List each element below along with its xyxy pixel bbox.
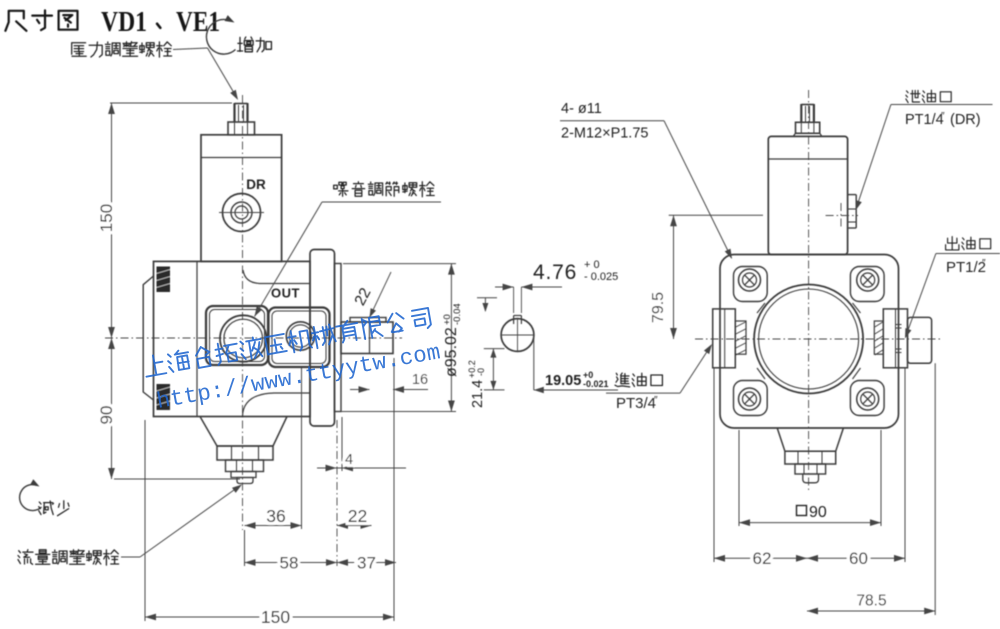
svg-text:37: 37 — [357, 554, 376, 573]
svg-text:62: 62 — [753, 549, 772, 568]
svg-text:4- ø11: 4- ø11 — [561, 101, 602, 117]
svg-text:PT3/4: PT3/4 — [616, 395, 656, 412]
svg-text:150: 150 — [97, 204, 116, 232]
svg-text:4.76: 4.76 — [533, 261, 577, 284]
svg-text:+0.2: +0.2 — [467, 360, 477, 378]
svg-text:36: 36 — [266, 506, 285, 526]
svg-text:″: ″ — [982, 258, 986, 269]
svg-text:+ 0: + 0 — [584, 259, 600, 271]
svg-text:150: 150 — [97, 204, 116, 232]
svg-text:PT1/2: PT1/2 — [946, 259, 986, 276]
svg-text:78.5: 78.5 — [856, 593, 886, 610]
svg-text:60: 60 — [849, 549, 868, 568]
svg-text:78.5: 78.5 — [856, 593, 886, 610]
svg-text:21.4: 21.4 — [470, 380, 486, 408]
svg-text:+0: +0 — [442, 314, 453, 325]
svg-text:16: 16 — [412, 372, 428, 388]
svg-text:VE1: VE1 — [176, 6, 220, 38]
svg-text:90: 90 — [97, 406, 116, 425]
svg-text:90: 90 — [97, 406, 116, 425]
svg-text:4: 4 — [345, 452, 353, 468]
svg-text:″: ″ — [941, 111, 945, 122]
svg-text:- 0.025: - 0.025 — [584, 271, 618, 283]
svg-text:150: 150 — [261, 607, 290, 627]
svg-text:58: 58 — [280, 554, 299, 573]
svg-text:62: 62 — [753, 549, 772, 568]
svg-text:22: 22 — [348, 506, 367, 526]
svg-text:OUT: OUT — [271, 286, 300, 301]
svg-text:PT1/4: PT1/4 — [905, 112, 944, 128]
svg-text:19.05: 19.05 — [545, 373, 581, 389]
svg-text:DR: DR — [246, 177, 266, 192]
svg-text:″: ″ — [654, 395, 658, 406]
svg-text:-0: -0 — [476, 368, 486, 376]
svg-text:37: 37 — [357, 554, 376, 573]
svg-text:150: 150 — [261, 607, 290, 627]
svg-text:60: 60 — [849, 549, 868, 568]
svg-text:+0: +0 — [583, 370, 593, 380]
svg-text:22: 22 — [351, 285, 374, 308]
svg-text:36: 36 — [266, 506, 285, 526]
svg-text:16: 16 — [412, 372, 428, 388]
svg-text:79.5: 79.5 — [650, 292, 667, 323]
svg-text:ø95.02: ø95.02 — [443, 327, 460, 377]
svg-text:79.5: 79.5 — [650, 292, 667, 323]
svg-text:-0.04: -0.04 — [452, 303, 463, 325]
svg-text:90: 90 — [809, 504, 827, 521]
svg-text:58: 58 — [280, 554, 299, 573]
svg-text:2-M12×P1.75: 2-M12×P1.75 — [561, 126, 648, 142]
svg-text:-0.021: -0.021 — [583, 379, 609, 389]
svg-text:(DR): (DR) — [950, 112, 981, 128]
svg-text:4: 4 — [345, 452, 353, 468]
svg-text:22: 22 — [348, 506, 367, 526]
svg-text:VD1: VD1 — [101, 6, 147, 38]
